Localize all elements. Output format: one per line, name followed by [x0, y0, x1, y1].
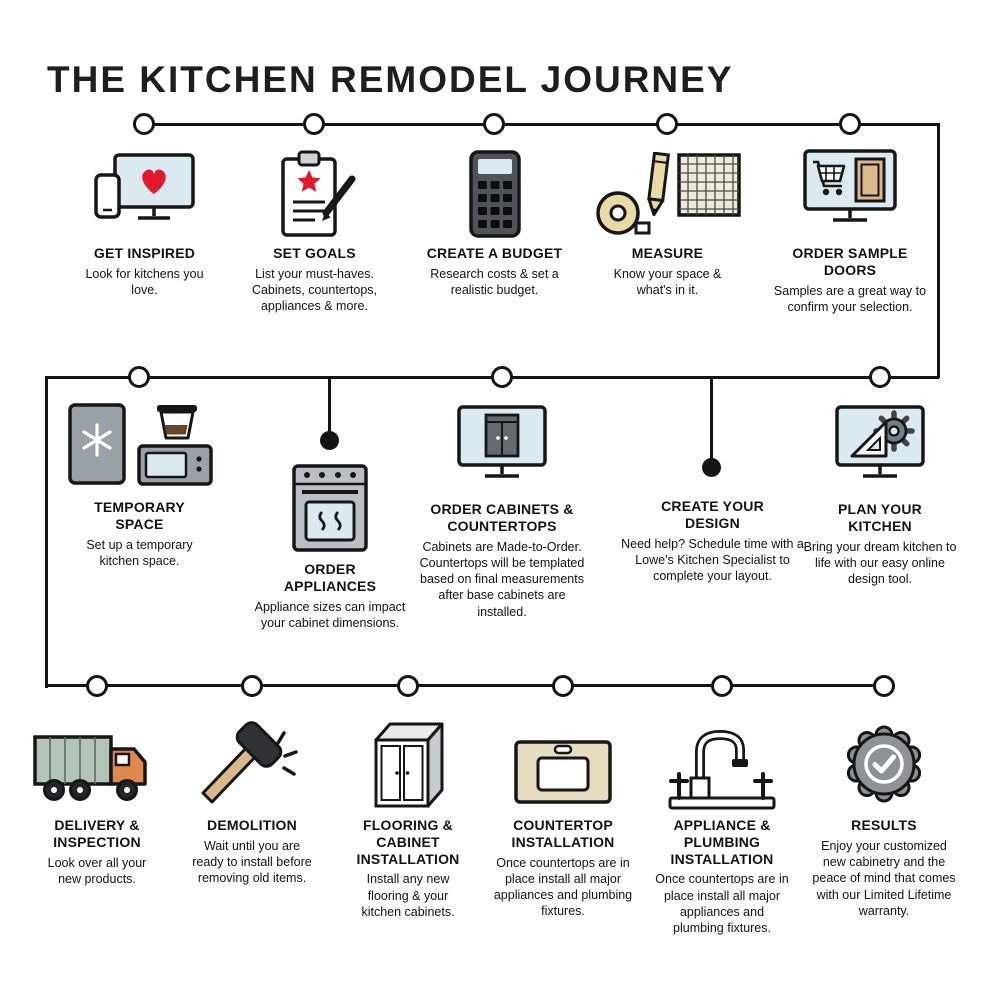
- step-temporary-space: TEMPORARY SPACE Set up a temporary kitch…: [52, 396, 227, 569]
- step-plan-your-kitchen: PLAN YOUR KITCHEN Bring your dream kitch…: [795, 402, 965, 587]
- step-desc: Appliance sizes can impact your cabinet …: [254, 599, 406, 630]
- step-order-sample-doors: ORDER SAMPLE DOORS Samples are a great w…: [760, 146, 940, 315]
- journey-line-right: [937, 123, 940, 378]
- step-title: DEMOLITION: [207, 817, 297, 833]
- faucet-icon: [668, 729, 776, 810]
- delivery-truck-icon: [33, 735, 147, 801]
- step-results: RESULTS Enjoy your customized new cabine…: [806, 710, 962, 919]
- cabinet-3d-icon: [374, 722, 444, 808]
- step-title: CREATE YOUR DESIGN: [661, 498, 764, 531]
- step-title: DELIVERY & INSPECTION: [53, 817, 141, 850]
- step-create-your-design: CREATE YOUR DESIGN Need help? Schedule t…: [615, 498, 810, 584]
- node-order-sample-doors: [839, 113, 861, 135]
- drop-line-create-your-design: [710, 377, 713, 460]
- step-appliance-plumbing-installation: APPLIANCE & PLUMBING INSTALLATION Once c…: [644, 710, 800, 936]
- step-title: CREATE A BUDGET: [426, 245, 563, 261]
- range-oven-icon: [292, 464, 368, 552]
- countertop-sink-icon: [514, 740, 612, 804]
- warranty-badge-check-icon: [846, 725, 922, 803]
- step-title: FLOORING & CABINET INSTALLATION: [356, 817, 460, 867]
- node-set-goals: [303, 113, 325, 135]
- monitor-cabinet-icon: [457, 405, 547, 478]
- node-results: [873, 675, 895, 697]
- step-title: ORDER SAMPLE DOORS: [792, 245, 908, 278]
- drop-line-order-appliances: [328, 377, 331, 433]
- step-title: ORDER APPLIANCES: [283, 561, 377, 594]
- step-desc: Look for kitchens you love.: [85, 266, 204, 298]
- node-demolition: [241, 675, 263, 697]
- step-desc: Need help? Schedule time with a Lowe's K…: [621, 536, 804, 584]
- step-desc: Once countertops are in place install al…: [655, 872, 789, 936]
- step-desc: Samples are a great way to confirm your …: [773, 283, 927, 314]
- step-desc: Enjoy your customized new cabinetry and …: [812, 838, 956, 918]
- fridge-coffee-microwave-icon: [67, 403, 213, 486]
- journey-line-bottom: [45, 684, 885, 687]
- step-desc: Wait until you are ready to install befo…: [192, 838, 312, 886]
- node-flooring-cabinet-installation: [397, 675, 419, 697]
- journey-line-top: [135, 123, 940, 126]
- calculator-icon: [468, 150, 521, 238]
- step-flooring-cabinet-installation: FLOORING & CABINET INSTALLATION Install …: [333, 710, 483, 920]
- sledgehammer-icon: [201, 721, 298, 804]
- node-appliance-plumbing-installation: [711, 675, 733, 697]
- step-desc: List your must-haves. Cabinets, countert…: [251, 266, 378, 314]
- step-title: SET GOALS: [273, 245, 356, 261]
- step-title: APPLIANCE & PLUMBING INSTALLATION: [670, 817, 774, 867]
- node-countertop-installation: [552, 675, 574, 697]
- step-desc: Once countertops are in place install al…: [493, 855, 633, 919]
- step-desc: Research costs & set a realistic budget.: [430, 266, 559, 298]
- node-delivery-inspection: [86, 675, 108, 697]
- step-order-appliances: ORDER APPLIANCES Appliance sizes can imp…: [245, 458, 415, 631]
- node-temporary-space: [128, 366, 150, 388]
- step-desc: Cabinets are Made-to-Order. Countertops …: [419, 539, 585, 619]
- node-get-inspired: [133, 113, 155, 135]
- step-title: MEASURE: [631, 245, 704, 261]
- step-desc: Bring your dream kitchen to life with ou…: [803, 539, 957, 587]
- step-desc: Set up a temporary kitchen space.: [86, 537, 193, 568]
- monitor-cart-door-icon: [803, 149, 897, 222]
- step-order-cabinets-countertops: ORDER CABINETS & COUNTERTOPS Cabinets ar…: [412, 402, 592, 620]
- drop-node-create-your-design: [702, 458, 721, 477]
- step-delivery-inspection: DELIVERY & INSPECTION Look over all your…: [22, 710, 172, 887]
- step-title: TEMPORARY SPACE: [94, 499, 185, 532]
- step-desc: Install any new flooring & your kitchen …: [361, 872, 455, 919]
- tape-measure-pencil-grid-icon: [595, 152, 741, 235]
- step-set-goals: SET GOALS List your must-haves. Cabinets…: [232, 146, 397, 315]
- journey-line-left: [45, 376, 48, 688]
- node-order-cabinets: [491, 366, 513, 388]
- step-title: PLAN YOUR KITCHEN: [838, 501, 922, 534]
- step-title: GET INSPIRED: [93, 245, 196, 261]
- step-title: RESULTS: [851, 817, 917, 833]
- node-create-a-budget: [483, 113, 505, 135]
- drop-node-order-appliances: [320, 431, 339, 450]
- step-desc: Know your space & what's in it.: [613, 266, 722, 298]
- step-desc: Look over all your new products.: [47, 855, 147, 886]
- step-title: COUNTERTOP INSTALLATION: [511, 817, 615, 850]
- step-title: ORDER CABINETS & COUNTERTOPS: [430, 501, 574, 534]
- step-countertop-installation: COUNTERTOP INSTALLATION Once countertops…: [485, 710, 641, 920]
- monitor-heart-phone-icon: [93, 153, 195, 220]
- step-demolition: DEMOLITION Wait until you are ready to i…: [177, 710, 327, 887]
- monitor-ruler-gear-icon: [835, 405, 925, 478]
- step-get-inspired: GET INSPIRED Look for kitchens you love.: [62, 146, 227, 298]
- page-title: THE KITCHEN REMODEL JOURNEY: [47, 58, 734, 100]
- node-plan-your-kitchen: [869, 366, 891, 388]
- node-measure: [656, 113, 678, 135]
- step-measure: MEASURE Know your space & what's in it.: [585, 146, 750, 298]
- clipboard-star-pen-icon: [280, 150, 355, 237]
- step-create-a-budget: CREATE A BUDGET Research costs & set a r…: [412, 146, 577, 298]
